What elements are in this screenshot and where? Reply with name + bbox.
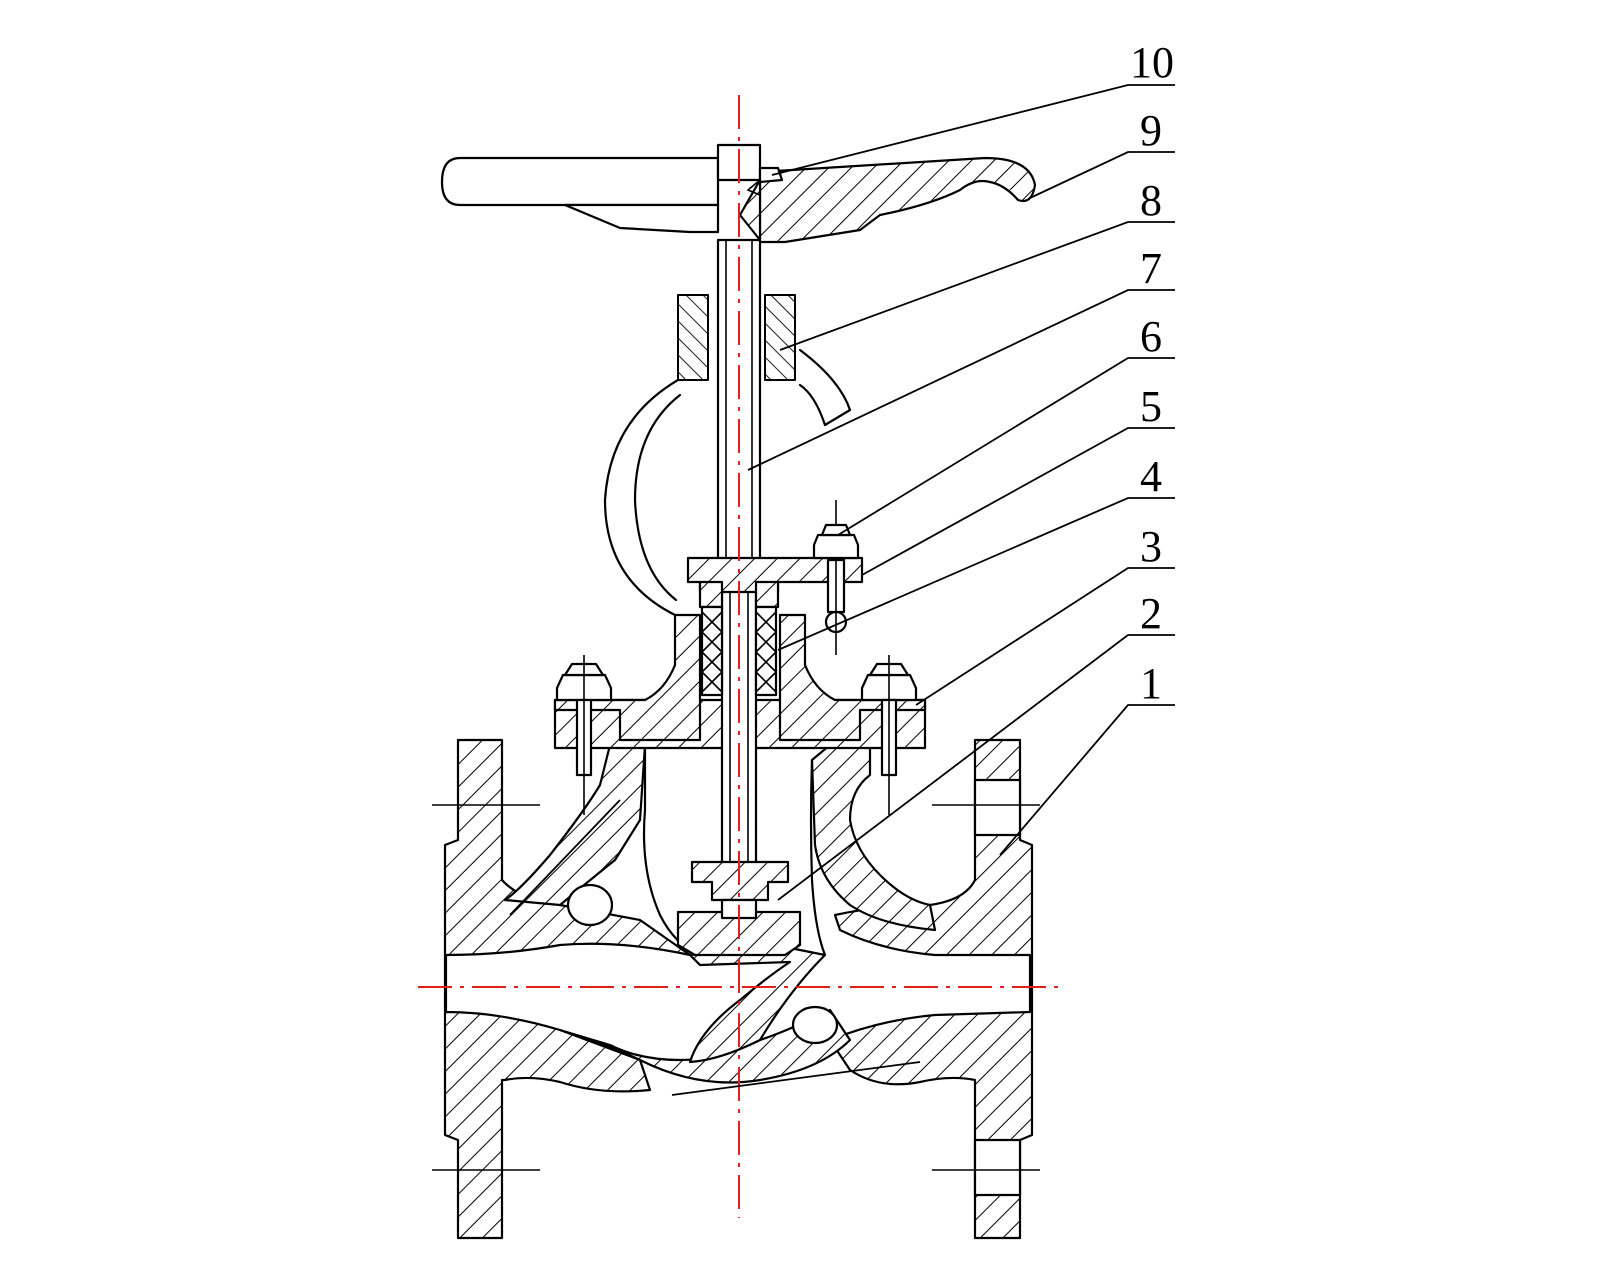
- callout-labels: 10 9 8 7 6 5 4 3 2 1: [1130, 38, 1174, 708]
- leader-1: [999, 704, 1175, 856]
- handwheel-spoke-left: [563, 203, 720, 234]
- leader-1-body: [509, 799, 921, 1096]
- leader-10: [771, 84, 1175, 176]
- leader-5: [861, 427, 1175, 576]
- handwheel-hub-left: [738, 178, 762, 242]
- body-wall-right: [810, 743, 937, 932]
- callout-2: 2: [1140, 589, 1162, 638]
- callout-5: 5: [1140, 382, 1162, 431]
- callout-9: 9: [1140, 106, 1162, 155]
- callout-10: 10: [1130, 38, 1174, 87]
- body-core-hole-lower: [791, 1005, 839, 1045]
- leader-7: [747, 289, 1175, 471]
- callout-8: 8: [1140, 176, 1162, 225]
- leader-9: [1029, 151, 1175, 199]
- eye-bolt-nut: [812, 533, 860, 560]
- centerlines: [418, 95, 1058, 1218]
- yoke-arm-right: [798, 348, 852, 427]
- stem-lower: [720, 578, 758, 902]
- yoke-bushing-right: [764, 294, 796, 381]
- handwheel-rim-left: [440, 156, 720, 207]
- right-flange-bolt-slot-upper: [973, 778, 1022, 837]
- packing-rings-left: [700, 605, 724, 697]
- body-core-hole-upper: [566, 883, 614, 927]
- leader-8: [779, 221, 1175, 351]
- packing-gland: [686, 500, 864, 697]
- packing-rings-right: [754, 605, 778, 697]
- callout-7: 7: [1140, 244, 1162, 293]
- left-flange: [443, 738, 692, 1240]
- leader-3: [915, 567, 1175, 706]
- handwheel: [440, 143, 1037, 244]
- bonnet-bolt-left: [555, 655, 613, 815]
- gland-sleeve-right: [754, 580, 780, 609]
- callout-6: 6: [1140, 312, 1162, 361]
- yoke-bushing-left: [677, 294, 709, 381]
- callout-4: 4: [1140, 452, 1162, 501]
- handwheel-hub-spoke-right: [758, 156, 1037, 244]
- leader-2: [777, 634, 1175, 901]
- yoke-arm-left: [603, 378, 682, 617]
- body-wall-left: [503, 743, 647, 907]
- right-flange-bolt-slot-lower: [973, 1138, 1022, 1197]
- callout-1: 1: [1140, 659, 1162, 708]
- body-belly: [558, 1008, 852, 1084]
- leader-lines: [509, 84, 1175, 1096]
- leader-6: [837, 357, 1175, 536]
- gland-sleeve-left: [698, 580, 724, 609]
- callout-3: 3: [1140, 522, 1162, 571]
- handwheel-nut: [758, 166, 784, 184]
- bonnet-bolt-right: [860, 655, 918, 815]
- leader-4: [777, 497, 1175, 651]
